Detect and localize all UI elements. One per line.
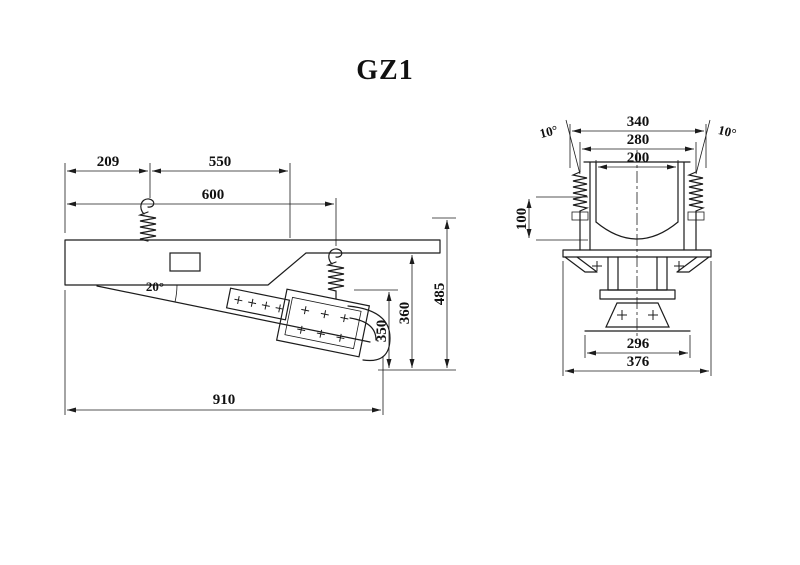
spring-coil <box>571 171 589 212</box>
base-bracket <box>605 302 670 328</box>
dim-360: 360 <box>397 255 415 368</box>
trough-bottom-arc <box>595 221 679 240</box>
spring-hook-icon <box>328 248 343 265</box>
dim-350-label: 350 <box>374 320 390 343</box>
dim-910: 910 <box>67 392 381 413</box>
spring-coil <box>687 171 705 212</box>
dim-376-label: 376 <box>627 354 650 370</box>
dim-350: 350 <box>374 292 392 368</box>
magnet-body <box>562 249 712 332</box>
vibrator-box-inner <box>284 296 362 350</box>
spring-coil <box>325 261 345 300</box>
flange-end-tabs <box>564 256 710 273</box>
spring-coil <box>137 211 157 242</box>
dim-485-label: 485 <box>432 283 448 306</box>
mid-plate <box>599 289 676 300</box>
suspension-spring-front <box>137 198 157 242</box>
dim-200-label: 200 <box>627 150 650 166</box>
dim-360-label: 360 <box>397 302 413 325</box>
feeder-rail-outline <box>64 239 441 286</box>
dim-340: 340 <box>572 114 704 134</box>
dim-200: 200 <box>598 150 676 170</box>
angle-10-right-label: 10° <box>717 122 738 141</box>
flange-strip-bolt-marks <box>234 295 284 313</box>
front-view-extension-lines <box>536 124 712 376</box>
dim-600-label: 600 <box>202 187 225 203</box>
dim-209: 209 <box>67 154 148 174</box>
core-outline <box>607 256 668 291</box>
dim-485: 485 <box>432 220 450 368</box>
side-view-extension-lines <box>64 163 456 415</box>
spring-bracket <box>687 211 705 221</box>
vibrator-box-bolt-marks <box>297 306 349 342</box>
angle-10-right: 10° <box>695 119 738 175</box>
base-bracket-bolt-marks <box>617 310 658 320</box>
dim-209-label: 209 <box>97 154 120 170</box>
flange-strip <box>225 287 291 321</box>
angle-10-right-line <box>695 119 711 175</box>
dim-600: 600 <box>67 187 334 207</box>
spring-right <box>687 171 705 251</box>
dim-100-label: 100 <box>514 208 530 231</box>
spring-left <box>571 171 589 251</box>
angle-10-left: 10° <box>538 119 581 175</box>
front-view: 10° 10° 340 280 200 100 <box>514 114 738 376</box>
flange-bolt-marks <box>592 261 684 271</box>
angle-20-label: 20° <box>146 279 164 294</box>
dim-280: 280 <box>582 132 694 152</box>
side-view: 20° 209 550 600 485 360 <box>64 154 456 415</box>
vibrator-box <box>275 288 371 358</box>
dim-550: 550 <box>152 154 288 174</box>
chute-incline-line <box>96 285 371 343</box>
spring-bracket <box>571 211 589 221</box>
drawing-title: GZ1 <box>356 55 413 86</box>
dim-910-label: 910 <box>213 392 236 408</box>
angle-20: 20° <box>146 279 178 303</box>
dim-550-label: 550 <box>209 154 232 170</box>
dim-376: 376 <box>565 354 709 374</box>
flange-strip-outline <box>225 287 291 321</box>
angle-10-left-line <box>565 119 581 175</box>
trough-outline <box>583 161 691 251</box>
dim-296: 296 <box>587 336 688 356</box>
flange-outline <box>562 249 712 258</box>
vibrator-box-outer <box>275 288 371 358</box>
inspection-window <box>169 252 201 272</box>
suspension-spring-rear <box>325 248 345 300</box>
dim-280-label: 280 <box>627 132 650 148</box>
dim-340-label: 340 <box>627 114 650 130</box>
trough-front <box>583 161 691 251</box>
dim-100: 100 <box>514 199 532 238</box>
angle-10-left-label: 10° <box>538 122 559 141</box>
dim-296-label: 296 <box>627 336 650 352</box>
angle-20-arc <box>174 284 178 303</box>
